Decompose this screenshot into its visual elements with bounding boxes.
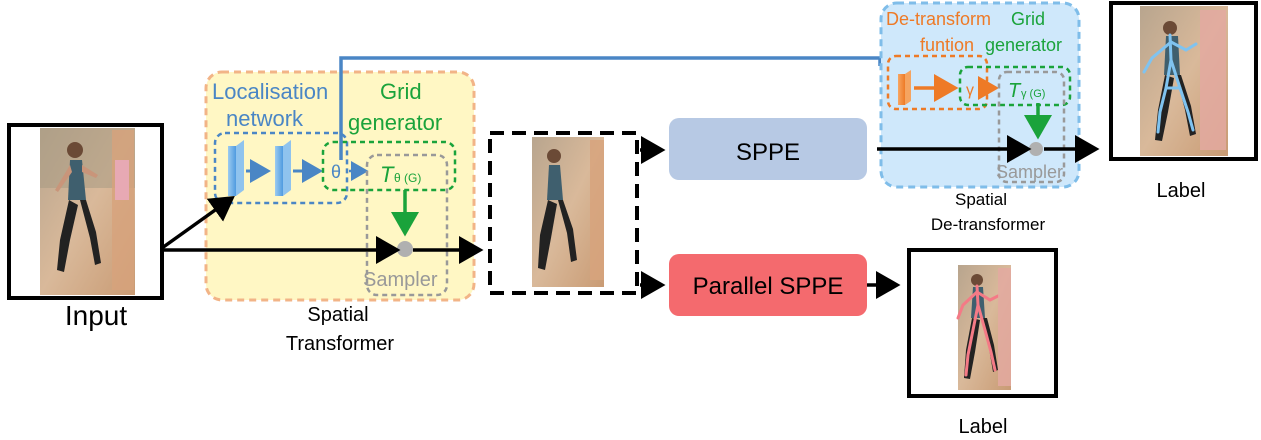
spatial-transformer-label-2: Transformer — [286, 333, 395, 355]
grid-generator-box — [321, 140, 457, 192]
sampler-box — [365, 153, 449, 297]
localisation-layer-1 — [228, 140, 244, 196]
parallel-sppe-box — [669, 254, 867, 316]
detransform-grid-box — [958, 65, 1072, 107]
detransform-sampler-node — [1029, 142, 1043, 156]
sampler-node — [397, 241, 413, 257]
grid-generator-label-1: Grid — [380, 79, 422, 104]
detransform-sampler-label: Sampler — [996, 162, 1063, 182]
input-label: Input — [65, 300, 127, 331]
spatial-detransformer-label-2: De-transformer — [931, 215, 1046, 234]
localisation-layer-2 — [275, 140, 291, 196]
input-to-localisation-arrow — [160, 195, 235, 250]
localisation-network-box — [213, 131, 349, 205]
localisation-label-2: network — [226, 106, 304, 131]
spatial-transformer-label-1: Spatial — [307, 304, 368, 326]
t-gamma-main: T — [1008, 80, 1022, 102]
parallel-sppe-label: Parallel SPPE — [693, 273, 844, 300]
spatial-detransformer-label-1: Spatial — [955, 190, 1007, 209]
t-gamma-sub: γ (G) — [1021, 88, 1045, 100]
label-image-bottom — [907, 248, 1058, 398]
detransform-function-label: funtion — [920, 35, 974, 55]
label-top-text: Label — [1157, 180, 1206, 202]
grid-generator-label-2: generator — [348, 110, 442, 135]
label-bottom-text: Label — [959, 416, 1008, 438]
cropped-image — [532, 137, 604, 287]
label-image-top — [1109, 1, 1258, 161]
theta-symbol: θ — [331, 162, 341, 182]
detransform-block — [898, 70, 911, 105]
gamma-symbol: γ — [966, 82, 974, 99]
detransform-grid-label-1: Grid — [1011, 9, 1045, 29]
detransform-title: De-transform — [886, 9, 991, 29]
input-image — [7, 123, 164, 300]
t-theta-sub: θ (G) — [394, 171, 421, 185]
detransform-grid-label-2: generator — [985, 35, 1062, 55]
localisation-label-1: Localisation — [212, 79, 328, 104]
sampler-label: Sampler — [363, 269, 438, 291]
crop-box — [488, 131, 639, 295]
detransform-sampler-box — [997, 70, 1066, 184]
sppe-label: SPPE — [736, 139, 800, 166]
t-theta-main: T — [380, 162, 395, 187]
theta-to-detransformer-line — [339, 56, 882, 160]
sppe-box — [669, 118, 867, 180]
